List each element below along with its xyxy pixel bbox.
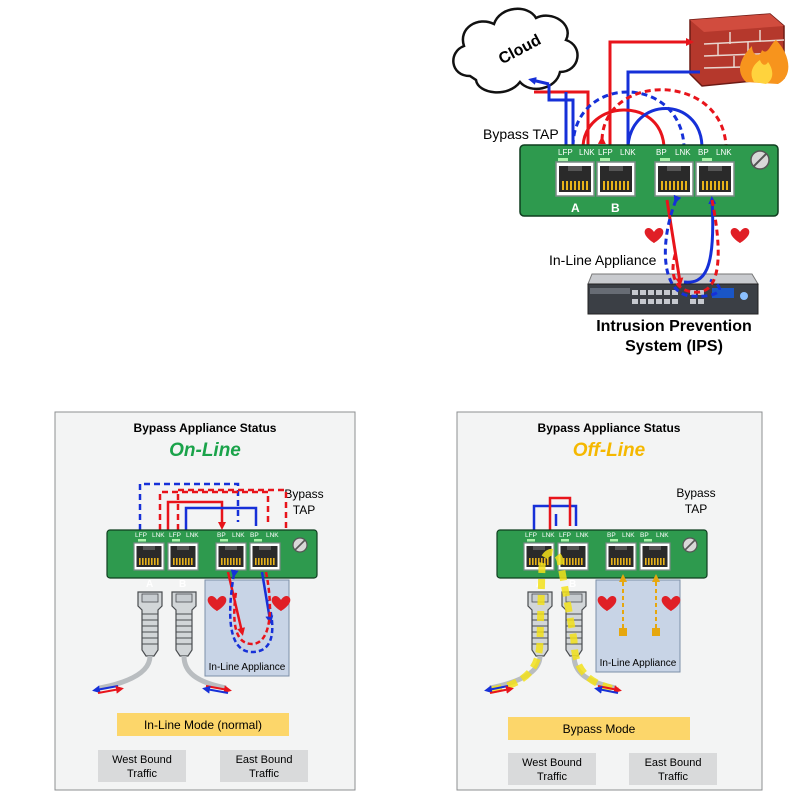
online-panel-title: Bypass Appliance Status [134,421,277,435]
offline-port-label: LNK [656,532,669,539]
top-port-label: LNK [675,148,691,157]
top-screw-icon [750,150,770,170]
offline-stop-marker [652,628,660,636]
top-port-bp2 [695,161,735,197]
online-cables [99,655,227,691]
offline-port-bp1 [605,542,637,571]
offline-traffic-arrows [530,496,578,538]
offline-appliance-label: In-Line Appliance [600,658,677,669]
online-cable-plug-b [171,591,197,657]
online-port-label: LFP [135,532,147,539]
top-port-a [555,161,595,197]
heart-icon [730,227,750,243]
ips-appliance-icon [587,273,759,315]
top-port-name: B [611,201,620,215]
online-tap-line2: TAP [293,503,315,517]
online-appliance-arrows [226,569,274,654]
offline-led-row [527,539,652,542]
online-port-label: LNK [266,532,279,539]
offline-port-label: BP [640,532,649,539]
top-port-name: A [571,201,580,215]
top-port-label: LFP [598,148,613,157]
online-port-label: LNK [186,532,199,539]
online-status: On-Line [169,440,241,461]
offline-stop-marker [619,628,627,636]
offline-cable-end-arrows [484,685,622,694]
online-port-bp1 [215,542,247,571]
offline-west-box [508,753,596,785]
online-east-line1: East Bound [236,754,293,766]
offline-port-bp2 [639,542,671,571]
offline-port-label: BP [607,532,616,539]
top-port-b [596,161,636,197]
offline-port-label: LNK [542,532,555,539]
online-port-name: B [179,579,186,590]
online-east-line2: Traffic [249,768,279,780]
offline-port-label: LFP [559,532,571,539]
online-port-b [167,542,199,571]
top-tap-label: Bypass TAP [483,126,559,142]
offline-status: Off-Line [573,440,646,461]
offline-east-line1: East Bound [645,757,702,769]
online-west-line2: Traffic [127,768,157,780]
firewall-icon [689,13,789,87]
top-port-label: LNK [579,148,595,157]
offline-east-line2: Traffic [658,771,688,783]
offline-mode-label: Bypass Mode [563,722,636,736]
top-port-bp1 [654,161,694,197]
top-port-label: BP [656,148,667,157]
online-led-row [138,539,262,542]
offline-appliance-arrows [619,574,660,628]
offline-port-label: LNK [622,532,635,539]
offline-port-label: LFP [525,532,537,539]
online-port-a [133,542,165,571]
online-tap-line1: Bypass [284,487,323,501]
offline-port-name: B [569,579,576,590]
online-port-bp2 [249,542,281,571]
heart-icon [644,227,664,243]
online-west-line1: West Bound [112,754,172,766]
online-port-label: LFP [169,532,181,539]
offline-mode-bar [508,717,690,740]
online-port-label: LNK [232,532,245,539]
offline-screw-icon [682,537,698,553]
offline-east-box [629,753,717,785]
top-appliance-arrows [663,194,721,298]
offline-appliance-box [595,579,681,673]
cloud-icon [452,7,579,94]
online-mode-label: In-Line Mode (normal) [144,718,262,732]
online-mode-bar [117,713,289,736]
top-led-row [558,158,712,161]
ips-title-line2: System (IPS) [625,338,723,355]
ips-title-line1: Intrusion Prevention [596,318,752,335]
offline-tap-line2: TAP [685,502,707,516]
online-cable-end-arrows [92,685,232,694]
online-appliance-label: In-Line Appliance [209,662,286,673]
online-east-box [220,750,308,782]
online-west-box [98,750,186,782]
online-port-name: A [146,579,153,590]
online-traffic-arrows [136,482,288,544]
top-port-label: LNK [620,148,636,157]
offline-port-b [557,542,589,571]
offline-port-label: LNK [576,532,589,539]
offline-west-line1: West Bound [522,757,582,769]
top-appliance-label: In-Line Appliance [549,252,657,268]
top-port-label: LNK [716,148,732,157]
online-port-label: BP [217,532,226,539]
offline-west-line2: Traffic [537,771,567,783]
online-cable-plug-a [137,591,163,657]
offline-yellow-flow [491,548,619,694]
top-port-label: BP [698,148,709,157]
offline-tap-line1: Bypass [676,486,715,500]
online-port-label: BP [250,532,259,539]
top-traffic-arrows [528,38,728,151]
online-screw-icon [292,537,308,553]
top-port-label: LFP [558,148,573,157]
online-port-label: LNK [152,532,165,539]
offline-panel-title: Bypass Appliance Status [538,421,681,435]
